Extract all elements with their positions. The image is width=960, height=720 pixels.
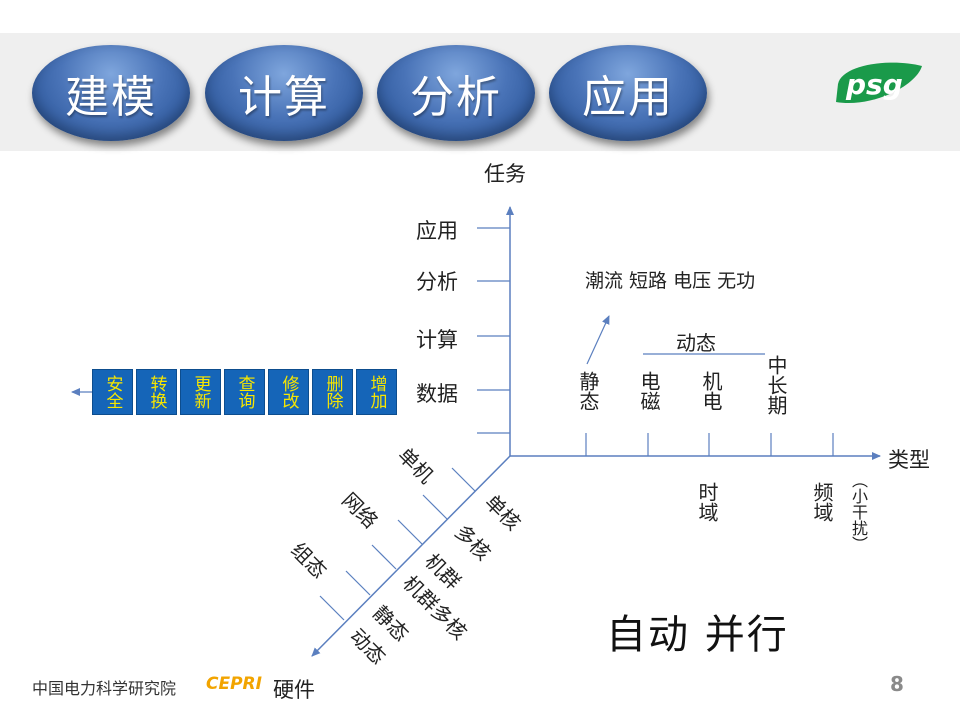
x-tick-mid-long-term: 中长期 — [764, 355, 788, 415]
y-tick-computing: 计算 — [416, 328, 458, 352]
op-security[interactable]: 安全 — [92, 369, 133, 415]
psg-logo: psg — [836, 62, 922, 104]
y-tick-data: 数据 — [416, 382, 458, 406]
pill-analysis[interactable]: 分析 — [377, 45, 535, 141]
z-axis-title: 硬件 — [273, 678, 315, 702]
small-disturbance-label: （小干扰） — [849, 472, 868, 552]
y-tick-analysis: 分析 — [416, 270, 458, 294]
frequency-domain-label: 频域 — [810, 482, 834, 522]
time-domain-label: 时域 — [695, 482, 719, 522]
problems-label: 潮流 短路 电压 无功 — [585, 270, 756, 292]
pill-modeling[interactable]: 建模 — [32, 45, 190, 141]
footer-cepri: CEPRI — [206, 674, 262, 694]
x-tick-static: 静态 — [576, 371, 600, 411]
y-axis-title: 任务 — [484, 162, 526, 186]
page-number: 8 — [890, 672, 904, 696]
pill-computing[interactable]: 计算 — [205, 45, 363, 141]
x-tick-electromagnetic: 电磁 — [637, 371, 661, 411]
pill-application[interactable]: 应用 — [549, 45, 707, 141]
op-add[interactable]: 增加 — [356, 369, 397, 415]
y-tick-application: 应用 — [416, 219, 458, 243]
logo-text: psg — [845, 68, 903, 101]
x-axis-title: 类型 — [888, 448, 930, 472]
op-update[interactable]: 更新 — [180, 369, 221, 415]
op-convert[interactable]: 转换 — [136, 369, 177, 415]
op-query[interactable]: 查询 — [224, 369, 265, 415]
dynamic-label: 动态 — [676, 331, 716, 355]
footer-org: 中国电力科学研究院 — [32, 679, 177, 698]
slogan: 自动 并行 — [606, 612, 789, 658]
z-axis — [311, 455, 511, 657]
x-tick-electromechanical: 机电 — [699, 371, 723, 411]
op-delete[interactable]: 删除 — [312, 369, 353, 415]
op-modify[interactable]: 修改 — [268, 369, 309, 415]
